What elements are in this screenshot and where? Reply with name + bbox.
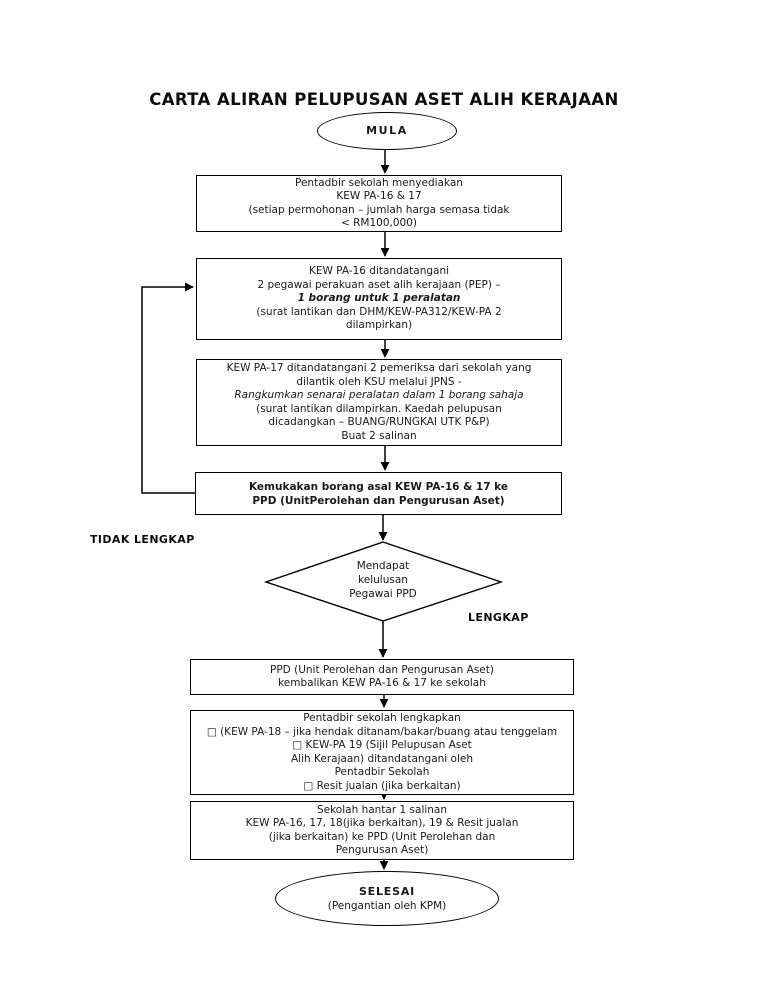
end-terminal-title: SELESAI [358, 884, 416, 898]
page-title: CARTA ALIRAN PELUPUSAN ASET ALIH KERAJAA… [149, 90, 619, 109]
process-kew-pa16-signed: KEW PA-16 ditandatangani 2 pegawai perak… [196, 258, 562, 340]
text-line: Rangkumkan senarai peralatan dalam 1 bor… [234, 389, 524, 401]
text-line: 2 pegawai perakuan aset alih kerajaan (P… [257, 278, 501, 291]
process-school-complete-forms: Pentadbir sekolah lengkapkan □ (KEW PA-1… [190, 710, 574, 795]
end-terminal-subtitle: (Pengantian oleh KPM) [327, 899, 447, 912]
process-school-send-copy: Sekolah hantar 1 salinan KEW PA-16, 17, … [190, 801, 574, 860]
text-line: (surat lantikan dilampirkan. Kaedah pelu… [256, 402, 502, 415]
text-line: Sekolah hantar 1 salinan [316, 803, 448, 816]
text-line: Pengurusan Aset) [335, 844, 429, 856]
text-line: Kemukakan borang asal KEW PA-16 & 17 ke [248, 480, 508, 493]
process-submit-original-to-ppd: Kemukakan borang asal KEW PA-16 & 17 ke … [195, 472, 562, 515]
decision-ppd-approval: Mendapat kelulusan Pegawai PPD [303, 559, 463, 601]
text-line: dicadangkan – BUANG/RUNGKAI UTK P&P) [268, 416, 490, 428]
text-line: Pentadbir sekolah lengkapkan [303, 712, 461, 724]
text-line: KEW PA-16, 17, 18(jika berkaitan), 19 & … [245, 817, 519, 829]
text-line: (surat lantikan dan DHM/KEW-PA312/KEW-PA… [256, 305, 502, 318]
decision-diamond-shape [263, 541, 504, 622]
process-ppd-return-forms: PPD (Unit Perolehan dan Pengurusan Aset)… [190, 659, 574, 695]
text-line: □ KEW-PA 19 (Sijil Pelupusan Aset [292, 739, 472, 751]
label-tidak-lengkap: TIDAK LENGKAP [90, 533, 195, 546]
text-line: PPD (UnitPerolehan dan Pengurusan Aset) [252, 494, 505, 507]
text-line: Buat 2 salinan [341, 429, 417, 442]
process-kew-pa17-signed: KEW PA-17 ditandatangani 2 pemeriksa dar… [196, 359, 562, 446]
text-line: KEW PA-17 ditandatangani 2 pemeriksa dar… [226, 362, 532, 374]
text-line: □ Resit jualan (jika berkaitan) [303, 779, 461, 792]
text-line: □ (KEW PA-18 – jika hendak ditanam/bakar… [206, 725, 558, 738]
text-line: dilampirkan) [345, 319, 413, 332]
text-line: PPD (Unit Perolehan dan Pengurusan Aset) [270, 663, 494, 676]
text-line: dilantik oleh KSU melalui JPNS - [296, 375, 462, 388]
text-line: Mendapat [356, 560, 410, 572]
connector-loop-tidak-lengkap [141, 282, 195, 494]
end-terminal: SELESAI (Pengantian oleh KPM) [275, 871, 499, 926]
process-prepare-kew-pa16-17: Pentadbir sekolah menyediakan KEW PA-16 … [196, 175, 562, 232]
text-line: Pentadbir sekolah menyediakan [295, 176, 463, 189]
text-line: < RM100,000) [340, 217, 417, 229]
text-line: Pegawai PPD [349, 588, 417, 600]
text-line: (jika berkaitan) ke PPD (Unit Perolehan … [268, 830, 496, 843]
start-terminal-label: MULA [366, 124, 408, 138]
text-line: KEW PA-16 & 17 [336, 190, 422, 202]
text-line: 1 borang untuk 1 peralatan [297, 292, 461, 305]
text-line: Pentadbir Sekolah [334, 766, 430, 778]
text-line: kelulusan [358, 574, 408, 586]
label-lengkap: LENGKAP [468, 611, 529, 624]
start-terminal: MULA [317, 112, 457, 150]
text-line: kembalikan KEW PA-16 & 17 ke sekolah [278, 677, 486, 689]
text-line: Alih Kerajaan) ditandatangani oleh [290, 752, 474, 765]
text-line: KEW PA-16 ditandatangani [308, 265, 450, 278]
text-line: (setiap permohonan – jumlah harga semasa… [248, 203, 510, 216]
